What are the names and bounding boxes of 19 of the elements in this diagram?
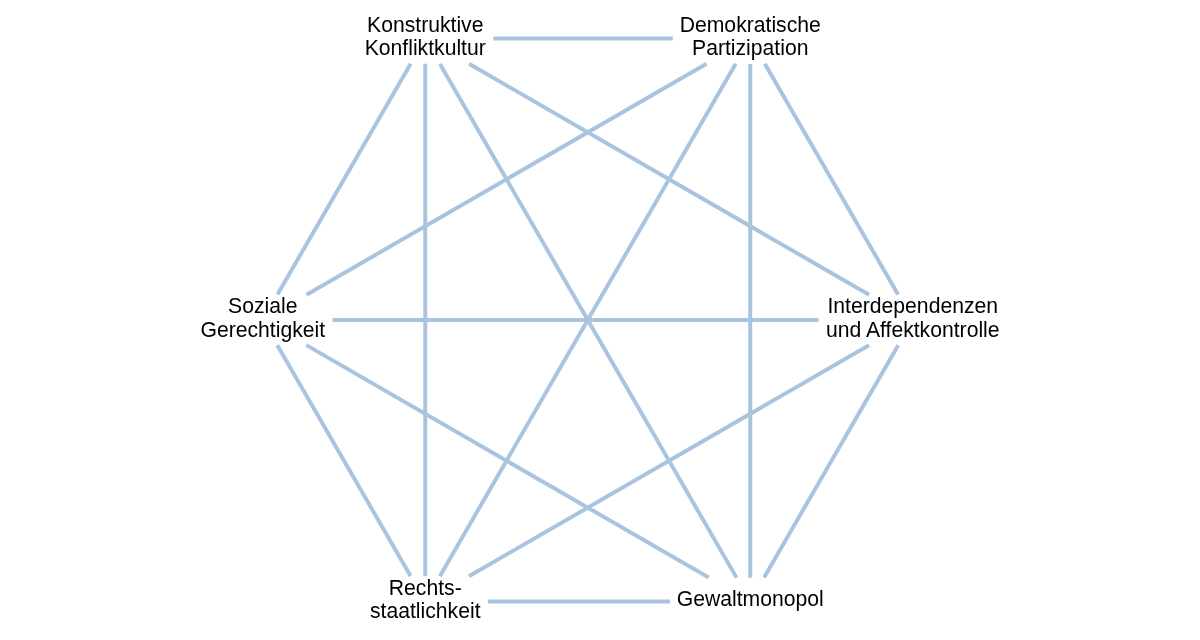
node-text: Interdependenzen und Affektkontrolle (825, 294, 1000, 341)
connector (762, 344, 900, 579)
node-text: Demokratische Partizipation (679, 12, 821, 60)
node-text: Gewaltmonopol (676, 587, 824, 611)
node-text: Rechts- staatlichkeit (369, 575, 481, 623)
connector (748, 64, 753, 578)
connector (305, 62, 708, 297)
connector (487, 599, 670, 604)
node-text: Konstruktive Konfliktkultur (364, 12, 486, 60)
node-text: Soziale Gerechtigkeit (200, 294, 326, 341)
connector (275, 344, 413, 577)
connector (493, 36, 673, 41)
connector (468, 62, 871, 297)
connector (275, 62, 413, 296)
connector (467, 343, 870, 578)
connector (763, 62, 900, 296)
connector (305, 343, 710, 580)
connector (423, 63, 428, 577)
connector (332, 318, 819, 322)
